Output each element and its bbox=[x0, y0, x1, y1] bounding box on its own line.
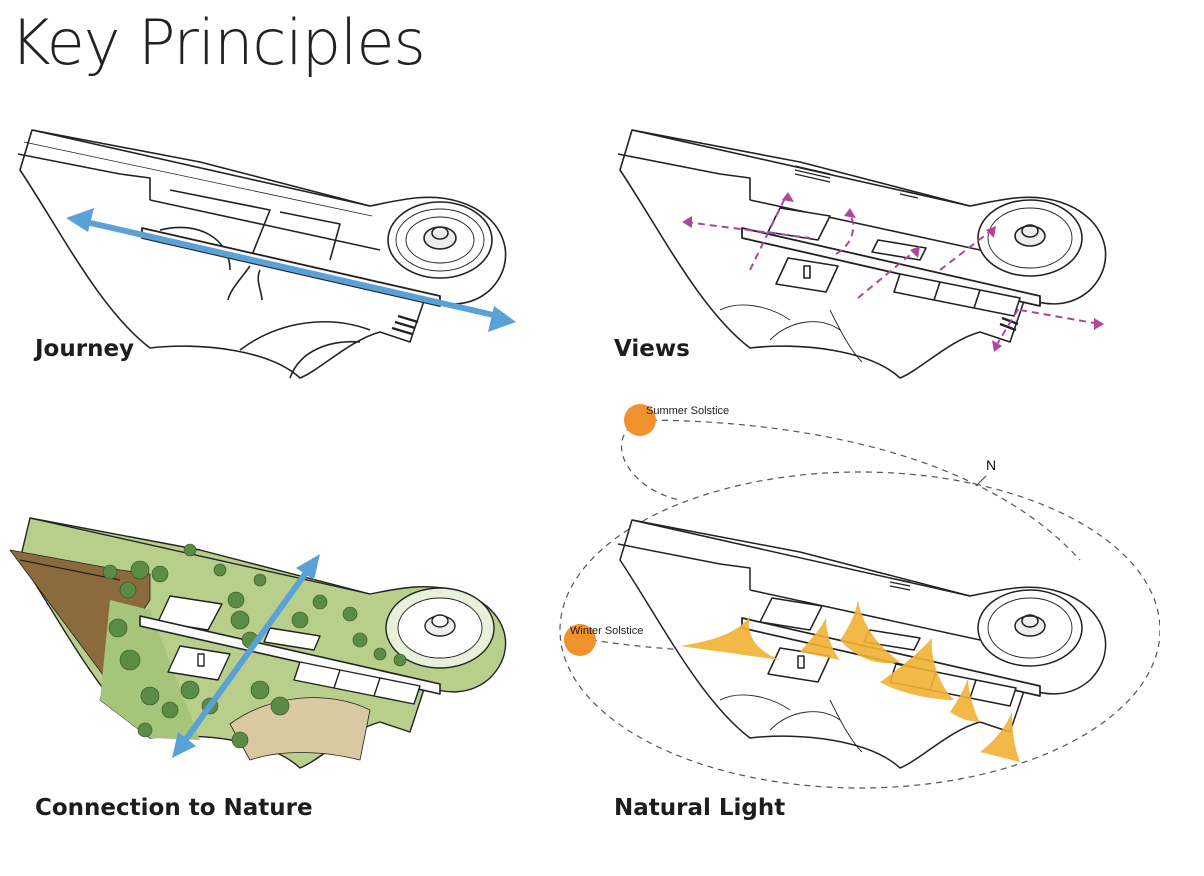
svg-text:Winter Solstice: Winter Solstice bbox=[570, 625, 643, 637]
nature-diagram bbox=[9, 517, 507, 769]
light-caption: Natural Light bbox=[614, 795, 786, 821]
light-diagram: N Summer Solstice Winter Solstice bbox=[559, 404, 1160, 789]
double-arrow-icon bbox=[66, 208, 516, 332]
views-caption: Views bbox=[614, 336, 690, 362]
svg-text:N: N bbox=[986, 457, 996, 473]
svg-text:Summer Solstice: Summer Solstice bbox=[646, 405, 729, 417]
north-arrow-icon: N bbox=[975, 457, 996, 487]
page-title: Key Principles bbox=[10, 6, 426, 79]
journey-diagram bbox=[17, 129, 516, 379]
journey-caption: Journey bbox=[35, 336, 135, 362]
double-arrow-icon bbox=[172, 554, 320, 758]
sun-icon bbox=[624, 404, 656, 436]
views-diagram bbox=[617, 129, 1107, 379]
nature-caption: Connection to Nature bbox=[35, 795, 313, 821]
dashed-arrow-icon bbox=[685, 195, 1101, 347]
sun-icon bbox=[564, 624, 596, 656]
